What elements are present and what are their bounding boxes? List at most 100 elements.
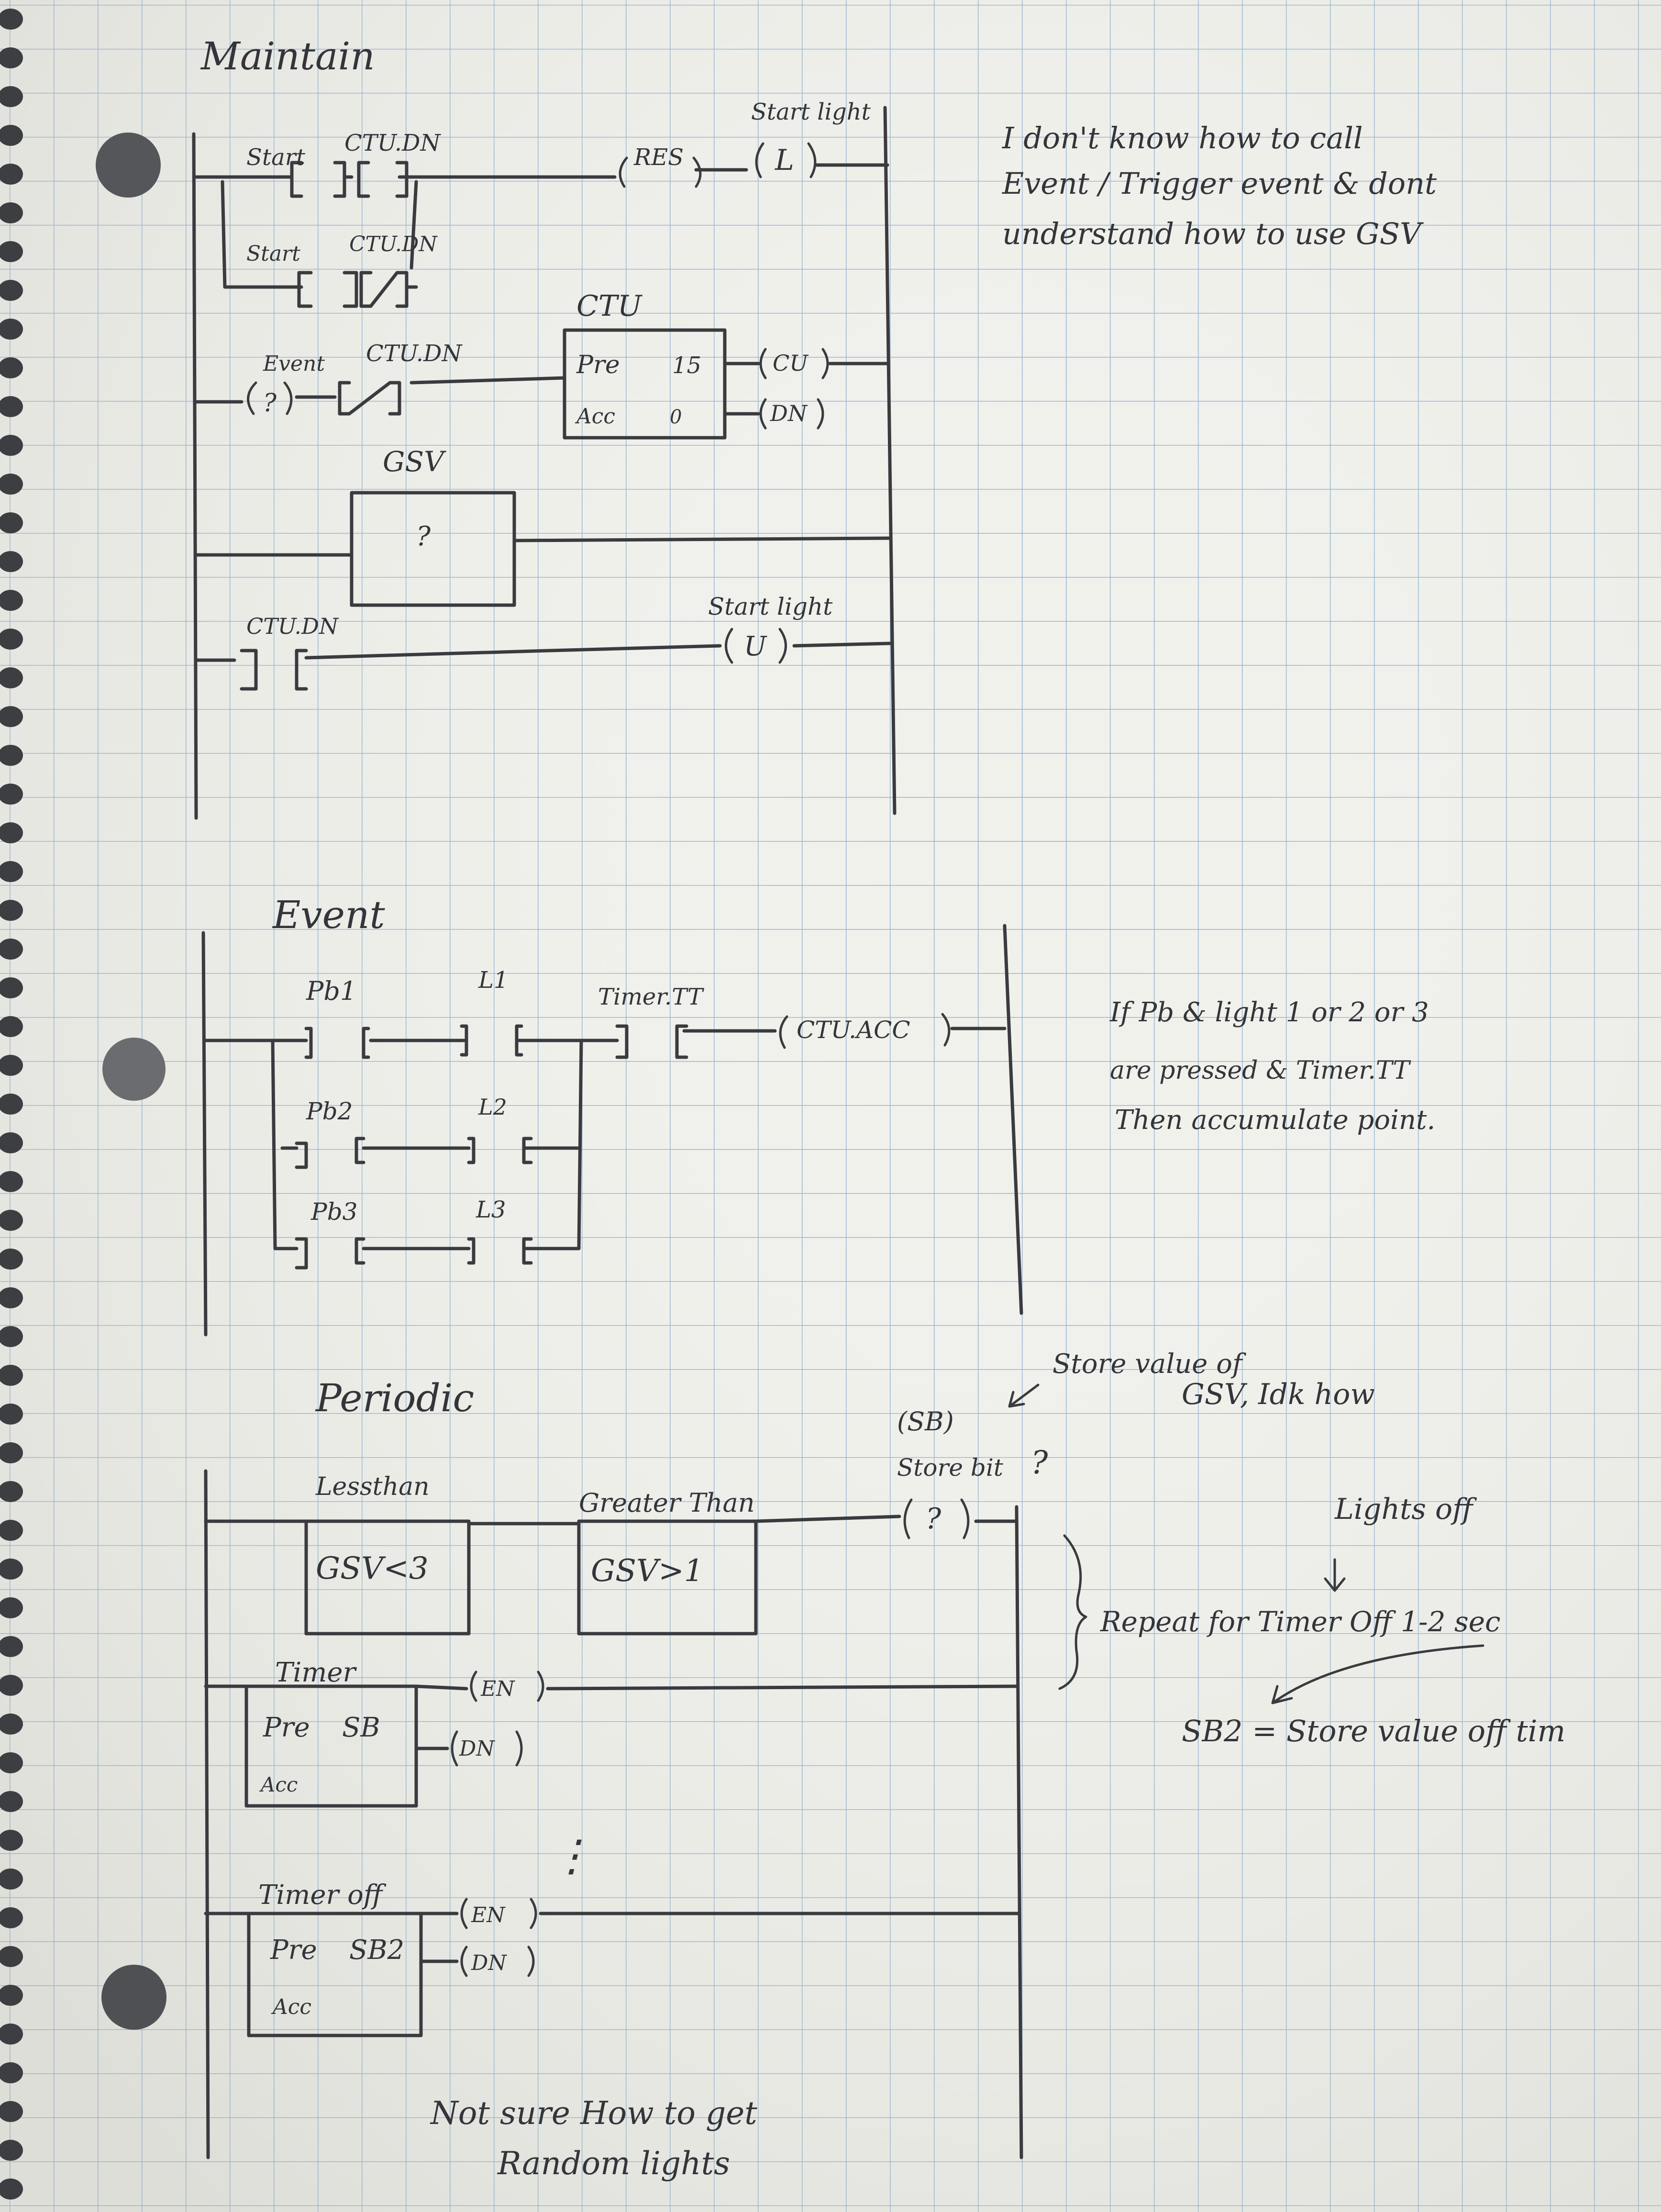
timer-off-dn-coil: DN [471,1951,507,1975]
maintain-note-line-1: I don't know how to call [1002,121,1363,155]
less-than-name: Lessthan [315,1472,430,1501]
store-bit-tag: (SB) [897,1406,954,1437]
store-bit-coil [903,1498,970,1539]
store-note-line-2: GSV, Idk how [1182,1378,1375,1411]
spiral-coil [0,1597,23,1618]
l2-label: L2 [478,1094,507,1120]
spiral-coil [0,2179,23,2200]
timer-off-acc-label: Acc [271,1995,311,2019]
spiral-coil [0,1442,23,1463]
spiral-coil [0,474,23,495]
unlatch-coil [725,628,787,664]
store-bit-symbol: ? [926,1502,941,1536]
gsv-block [350,491,516,607]
spiral-coil [0,861,23,882]
timer-pre-value: SB [342,1712,380,1743]
spiral-coil [0,1404,23,1425]
spiral-coil [0,2101,23,2122]
periodic-left-rail [204,1469,210,2159]
spiral-coil [0,1326,23,1347]
spiral-coil [0,900,23,921]
timer-off-name: Timer off [258,1880,387,1911]
event-contact [247,381,293,415]
left-rail [192,132,198,820]
spiral-coil [0,86,23,107]
arrow-icon [1008,1383,1040,1408]
punch-hole [101,1965,166,2030]
event-note-line-1: If Pb & light 1 or 2 or 3 [1109,997,1429,1028]
spiral-coil [0,1869,23,1890]
spiral-coil [0,939,23,960]
less-than-block [304,1519,471,1636]
spiral-coil [0,9,23,30]
spiral-coil [0,1171,23,1192]
less-than-expr: GSV<3 [316,1551,429,1586]
curved-arrow-icon [1271,1644,1484,1704]
spiral-coil [0,1907,23,1928]
timer-dn-coil: DN [459,1736,495,1761]
start-label: Start [246,144,306,171]
spiral-coil [0,745,23,766]
spiral-coil [0,1210,23,1231]
repeat-brace [1058,1534,1087,1690]
spiral-coil [0,1791,23,1812]
spiral-coil [0,1094,23,1115]
store-bit-question: ? [1031,1444,1048,1481]
repeat-note: Repeat for Timer Off 1-2 sec [1100,1605,1501,1638]
spiral-coil [0,280,23,301]
event-label: Event [263,352,325,376]
spiral-binding [0,9,23,2200]
spiral-coil [0,319,23,340]
spiral-coil [0,164,23,185]
ctu-dn-contact [357,161,409,198]
spiral-coil [0,667,23,688]
spiral-coil [0,1481,23,1502]
punch-hole [102,1038,166,1101]
greater-than-expr: GSV>1 [591,1553,704,1589]
ctu-block-name: CTU [576,289,643,323]
event-note-line-3: Then accumulate point. [1115,1105,1435,1136]
spiral-coil [0,1365,23,1386]
spiral-coil [0,2024,23,2045]
spiral-coil [0,1636,23,1657]
res-coil [619,156,702,188]
timer-pre-label: Pre [263,1712,310,1743]
spiral-coil [0,1520,23,1541]
event-title: Event [272,893,385,937]
greater-than-block [577,1519,758,1636]
spiral-coil [0,202,23,223]
latch-coil [755,142,817,178]
lights-off-label: Lights off [1334,1493,1477,1526]
pb3-label: Pb3 [310,1198,357,1226]
event-symbol: ? [263,389,277,418]
ctu-block [563,328,727,440]
spiral-coil [0,1985,23,2006]
spiral-coil [0,1016,23,1037]
timer-tt-label: Timer.TT [598,984,704,1010]
spiral-coil [0,784,23,805]
spiral-coil [0,1559,23,1580]
greater-than-name: Greater Than [579,1488,755,1518]
spiral-coil [0,47,23,68]
latch-coil-label: L [775,144,794,177]
spiral-coil [0,2062,23,2083]
ctu-pre-label: Pre [576,351,620,379]
timer-en-coil: EN [480,1677,515,1701]
spiral-coil [0,1946,23,1967]
spiral-coil [0,2140,23,2161]
spiral-coil [0,1132,23,1153]
spiral-coil [0,977,23,998]
continuation-ellipsis: ⋮ [550,1831,593,1881]
timer-name: Timer [275,1657,357,1688]
timer-acc-label: Acc [259,1773,298,1796]
ctu-dn-branch-label: CTU.DN [349,232,438,256]
ctu-dn-unlatch-contact [240,649,308,691]
timer-off-pre-value: SB2 [349,1935,404,1966]
spiral-coil [0,706,23,727]
periodic-section: Periodic Lessthan GSV<3 Greater Than GSV… [204,1349,1565,2182]
spiral-coil [0,357,23,378]
spiral-coil [0,125,23,146]
ctu-acc-label: Acc [575,404,615,429]
ctu-dn-label: CTU.DN [344,130,442,156]
